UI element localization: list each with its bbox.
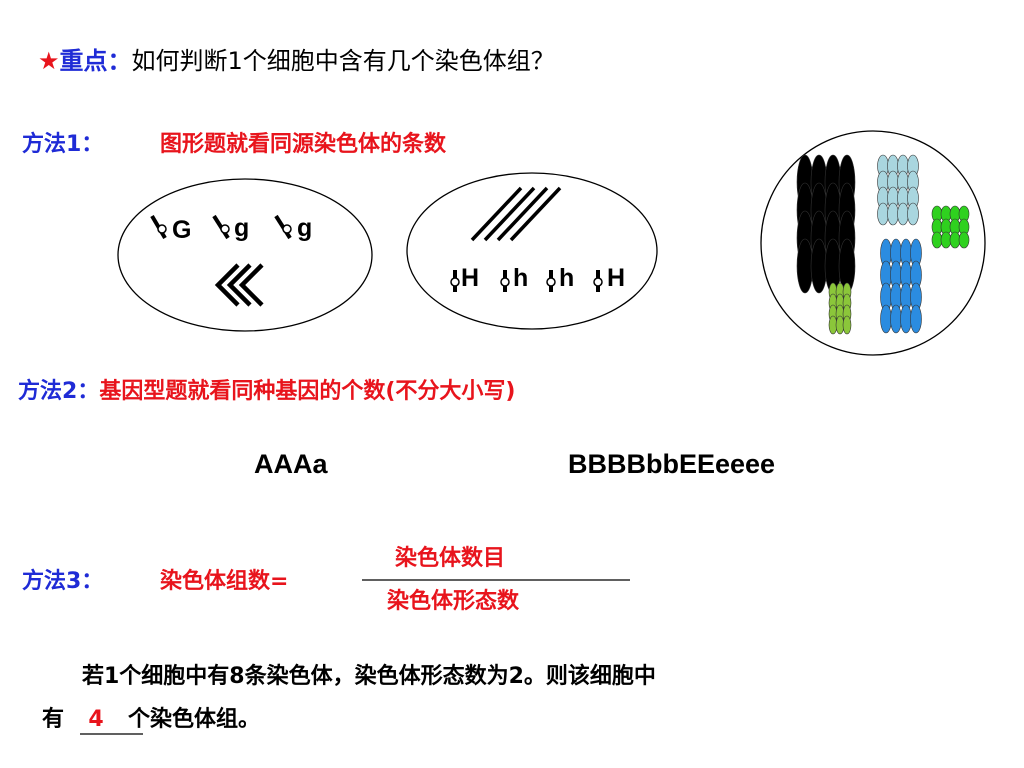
gene-label-G: G — [172, 216, 191, 244]
long-chromosome-4 — [509, 186, 562, 242]
chromosome-cluster-lightblue — [877, 154, 919, 226]
gene-label-H1: H — [461, 264, 479, 292]
chromosome-cluster-black — [796, 154, 856, 294]
short-chromosome-h1 — [500, 270, 510, 292]
title-question: 如何判断1个细胞中含有几个染色体组？ — [131, 47, 555, 75]
method1-text: 图形题就看同源染色体的条数 — [160, 132, 447, 157]
cell-2-chromosomes — [450, 186, 603, 292]
long-chromosome-3 — [496, 186, 549, 242]
method2-label: 方法2： — [18, 379, 100, 404]
method1-label: 方法1： — [22, 132, 104, 157]
short-chromosome-H1 — [450, 270, 460, 292]
long-chromosome-1 — [470, 186, 523, 242]
key-label: 重点 — [59, 47, 108, 75]
method2-note: (不分大小写) — [385, 379, 516, 404]
method2-row: 方法2：基因型题就看同种基因的个数(不分大小写) — [18, 377, 515, 407]
cell-1-outline — [117, 178, 373, 332]
cell-3-chromosomes — [796, 154, 970, 335]
chromosome-cluster-green — [931, 205, 970, 249]
slide-title: ★重点：如何判断1个细胞中含有几个染色体组？ — [38, 44, 555, 78]
cell-1-chromosomes — [150, 214, 292, 307]
short-chromosome-h2 — [546, 270, 556, 292]
star-icon: ★ — [38, 47, 60, 75]
chromosome-1a — [150, 214, 167, 240]
answer-value: 4 — [88, 707, 104, 732]
question-line-1: 若1个细胞中有8条染色体，染色体形态数为2。则该细胞中 — [82, 664, 656, 689]
key-colon: ： — [107, 47, 132, 75]
chromosome-v1 — [214, 263, 240, 307]
long-chromosome-2 — [483, 186, 536, 242]
method2-text: 基因型题就看同种基因的个数 — [99, 379, 386, 404]
question-prefix: 有 — [42, 707, 65, 732]
cell-2-outline — [406, 172, 658, 330]
genotype-2: BBBBbbEEeeee — [568, 449, 776, 479]
chromosome-cluster-blue — [880, 238, 922, 334]
fraction-denominator: 染色体形态数 — [387, 589, 520, 614]
question-suffix: 个染色体组。 — [128, 707, 261, 732]
gene-label-H2: H — [607, 264, 625, 292]
chromosome-v3 — [238, 263, 264, 307]
cell-3-outline — [760, 130, 986, 356]
chromosome-1b — [212, 214, 230, 240]
gene-label-h1: h — [513, 264, 528, 292]
chromosome-cluster-olive — [828, 282, 852, 335]
method3-label: 方法3： — [22, 569, 104, 594]
chromosome-1c — [274, 214, 292, 240]
genotype-1: AAAa — [254, 449, 328, 479]
short-chromosome-H2 — [593, 270, 603, 292]
gene-label-h2: h — [559, 264, 574, 292]
method3-lhs: 染色体组数= — [160, 569, 289, 594]
gene-label-g2: g — [297, 214, 312, 242]
gene-label-g1: g — [234, 214, 249, 242]
fraction-numerator: 染色体数目 — [395, 546, 506, 571]
chromosome-v2 — [226, 263, 252, 307]
